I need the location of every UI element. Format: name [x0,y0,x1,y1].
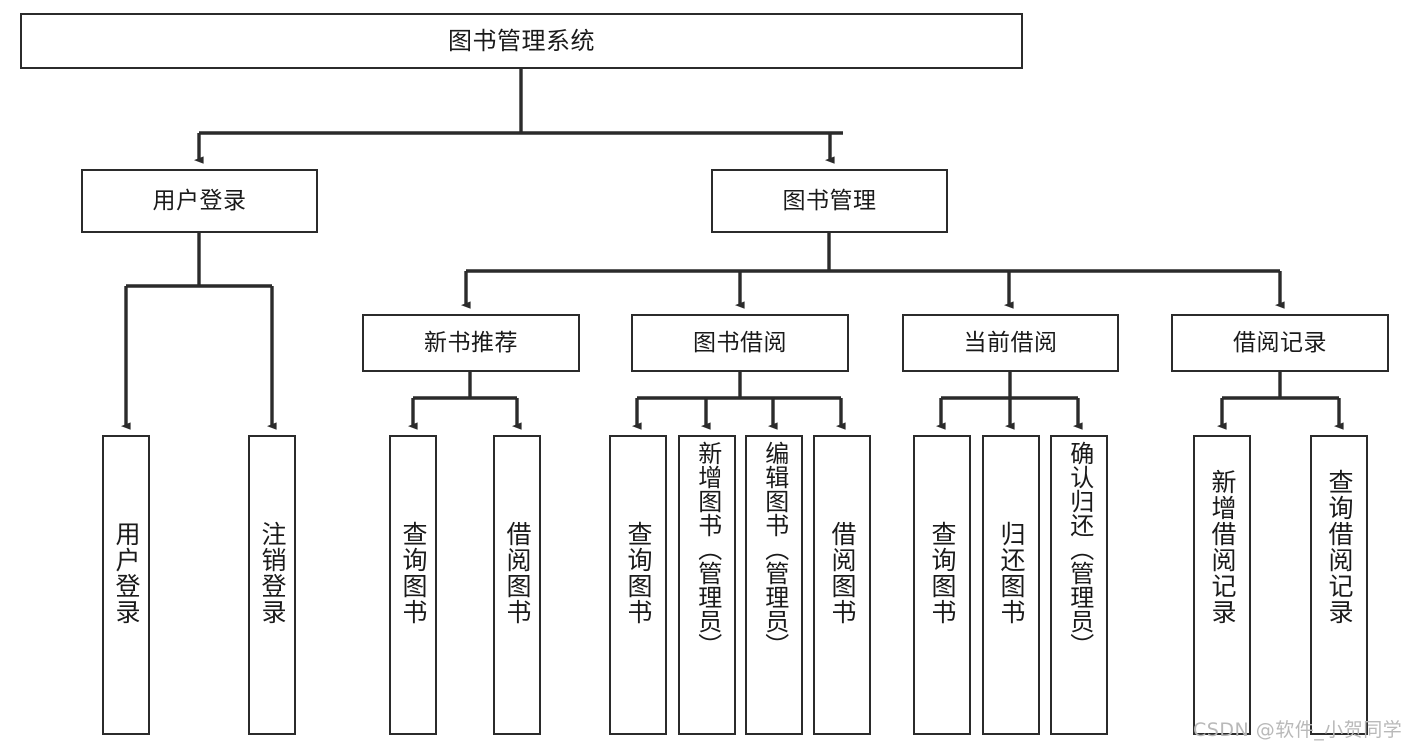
node-label: 新增图书（管理员） [693,441,722,657]
csdn-watermark: CSDN @软件_小贺同学 [1193,719,1403,741]
node-label: 归还图书 [997,521,1026,625]
node-borrow-record[interactable]: 借阅记录 [1171,314,1389,372]
node-book-manage[interactable]: 图书管理 [711,169,948,233]
node-label: 图书管理 [782,187,877,214]
node-label: 图书借阅 [693,329,787,356]
node-label: 查询借阅记录 [1325,469,1354,625]
node-label: 新书推荐 [424,329,518,356]
node-book-borrow[interactable]: 图书借阅 [631,314,849,372]
node-label: 借阅图书 [503,521,532,625]
node-label: 借阅记录 [1233,329,1327,356]
node-current-borrow[interactable]: 当前借阅 [902,314,1119,372]
node-label: 查询图书 [399,521,428,625]
node-leaf-query-book-1[interactable]: 查询图书 [389,435,437,735]
node-label: 新增借阅记录 [1208,469,1237,625]
node-leaf-borrow-book-2[interactable]: 借阅图书 [813,435,871,735]
node-leaf-query-book-3[interactable]: 查询图书 [913,435,971,735]
node-leaf-user-login[interactable]: 用户登录 [102,435,150,735]
node-label: 借阅图书 [828,521,857,625]
node-leaf-add-book[interactable]: 新增图书（管理员） [678,435,736,735]
node-user-login[interactable]: 用户登录 [81,169,318,233]
node-label: 图书管理系统 [448,27,595,55]
node-new-book-rec[interactable]: 新书推荐 [362,314,580,372]
node-label: 用户登录 [112,521,141,625]
node-leaf-confirm-return[interactable]: 确认归还（管理员） [1050,435,1108,735]
node-label: 确认归还（管理员） [1065,441,1094,657]
node-leaf-query-book-2[interactable]: 查询图书 [609,435,667,735]
node-label: 当前借阅 [963,329,1058,356]
node-leaf-borrow-book-1[interactable]: 借阅图书 [493,435,541,735]
node-label: 注销登录 [258,521,287,625]
node-leaf-query-record[interactable]: 查询借阅记录 [1310,435,1368,735]
node-label: 查询图书 [928,521,957,625]
node-label: 用户登录 [152,187,247,214]
node-leaf-return-book[interactable]: 归还图书 [982,435,1040,735]
node-label: 查询图书 [624,521,653,625]
node-leaf-user-logout[interactable]: 注销登录 [248,435,296,735]
node-root-system[interactable]: 图书管理系统 [20,13,1023,69]
node-label: 编辑图书（管理员） [760,441,789,657]
node-leaf-edit-book[interactable]: 编辑图书（管理员） [745,435,803,735]
node-leaf-add-record[interactable]: 新增借阅记录 [1193,435,1251,735]
